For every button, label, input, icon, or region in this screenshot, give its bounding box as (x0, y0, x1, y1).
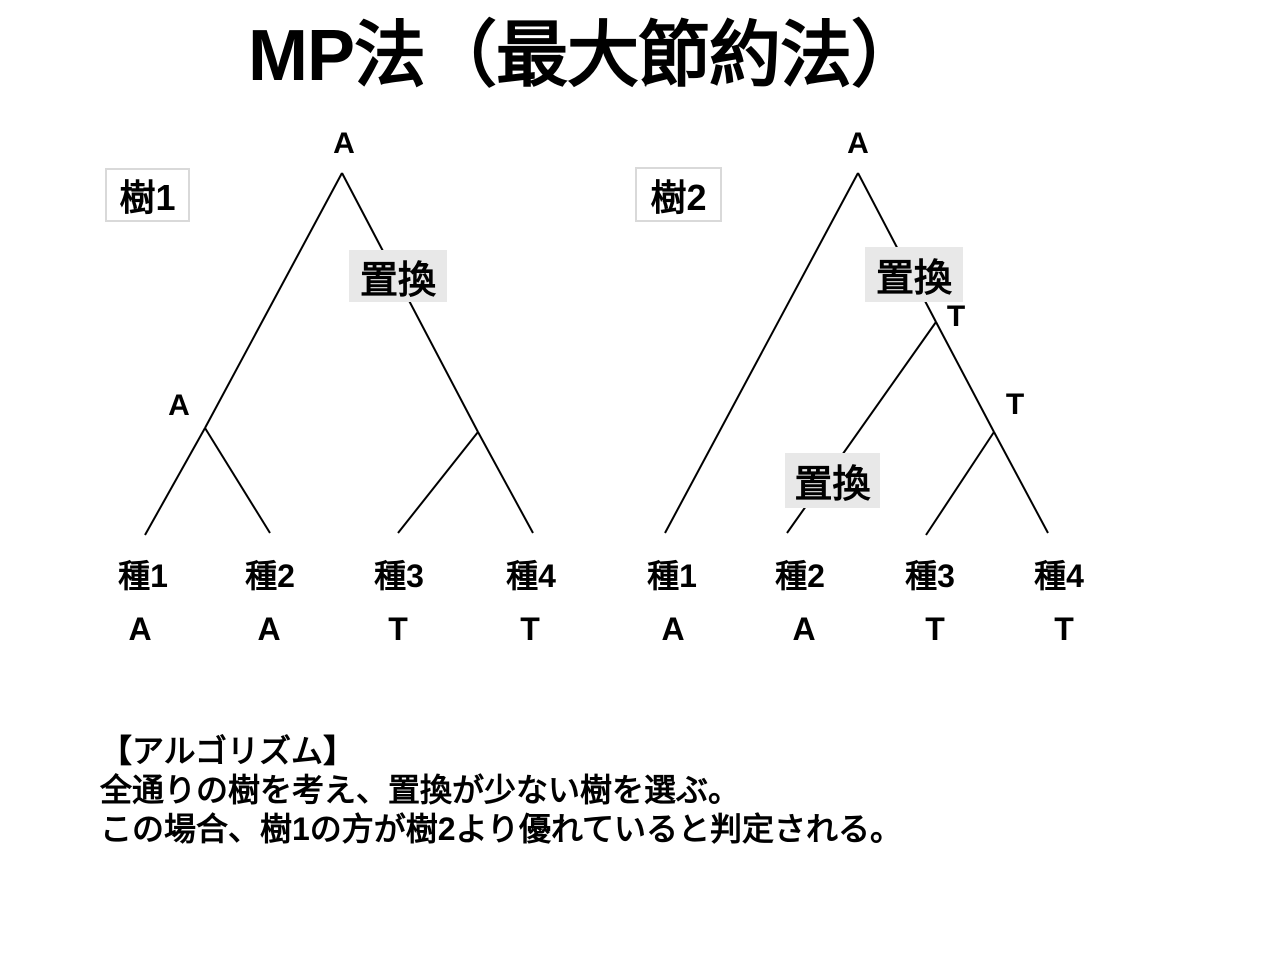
tree1-branch-root-to-right-node (341, 172, 479, 433)
tree1-name-label: 樹1 (119, 177, 176, 218)
tree1-leaf1-base: A (128, 611, 152, 647)
tree2-leaf2-base: A (792, 611, 816, 647)
tree1-branch-leftnode-to-leaf1 (144, 427, 206, 536)
tree1-branch-root-to-left-node (204, 172, 343, 429)
tree2-internal-node1-state: T (946, 300, 966, 333)
tree2-internal-node2-state: T (1005, 388, 1025, 421)
tree1-branch-leftnode-to-leaf2 (204, 427, 271, 534)
tree2-branch-root-to-leaf1 (664, 172, 859, 534)
tree1-internal-node-state: A (168, 389, 190, 422)
tree2-root-state: A (847, 127, 869, 160)
tree2-leaf4-base: T (1054, 611, 1074, 647)
tree2-leaf2-name: 種2 (775, 558, 825, 594)
algorithm-note: 【アルゴリズム】 全通りの樹を考え、置換が少ない樹を選ぶ。 この場合、樹1の方が… (100, 732, 902, 849)
tree1-substitution-label: 置換 (359, 259, 436, 302)
tree1-leaf2-name: 種2 (245, 558, 295, 594)
algorithm-line-2: この場合、樹1の方が樹2より優れていると判定される。 (100, 811, 902, 847)
tree2-substitution-box-upper: 置換 (865, 247, 963, 302)
tree1-branch-rightnode-to-leaf4 (477, 431, 534, 534)
page-title: MP法（最大節約法） (247, 16, 923, 96)
tree2-branch-node2-to-leaf4 (993, 431, 1049, 534)
tree2-leaf1-name: 種1 (647, 558, 697, 594)
tree2-substitution-label-upper: 置換 (875, 258, 952, 300)
tree2-leaf3-name: 種3 (905, 558, 955, 594)
tree1-leaf3-name: 種3 (374, 558, 424, 594)
tree2-name-label: 樹2 (650, 176, 707, 218)
tree2-branch-node1-to-node2 (935, 321, 995, 433)
tree1-leaf4-base: T (520, 611, 540, 647)
tree2-name-box: 樹2 (635, 167, 722, 222)
algorithm-line-1: 全通りの樹を考え、置換が少ない樹を選ぶ。 (100, 772, 741, 808)
tree1-leaf2-base: A (257, 611, 281, 647)
algorithm-heading: 【アルゴリズム】 (100, 733, 356, 769)
tree2-branch-node2-to-leaf3 (925, 431, 995, 536)
tree1-leaf1-name: 種1 (118, 558, 168, 594)
tree1-leaf3-base: T (388, 611, 408, 647)
tree1-substitution-box: 置換 (349, 250, 447, 302)
tree1-root-state: A (333, 127, 355, 160)
tree2-substitution-box-lower: 置換 (785, 453, 880, 508)
tree2-leaf4-name: 種4 (1034, 558, 1084, 594)
tree2-leaf3-base: T (925, 611, 945, 647)
tree1-branch-rightnode-to-leaf3 (397, 431, 479, 534)
tree1-leaf4-name: 種4 (506, 558, 556, 594)
tree1-branches (144, 172, 534, 536)
tree1-name-box: 樹1 (105, 168, 190, 222)
tree2-leaf1-base: A (661, 611, 685, 647)
tree2-substitution-label-lower: 置換 (794, 464, 871, 506)
